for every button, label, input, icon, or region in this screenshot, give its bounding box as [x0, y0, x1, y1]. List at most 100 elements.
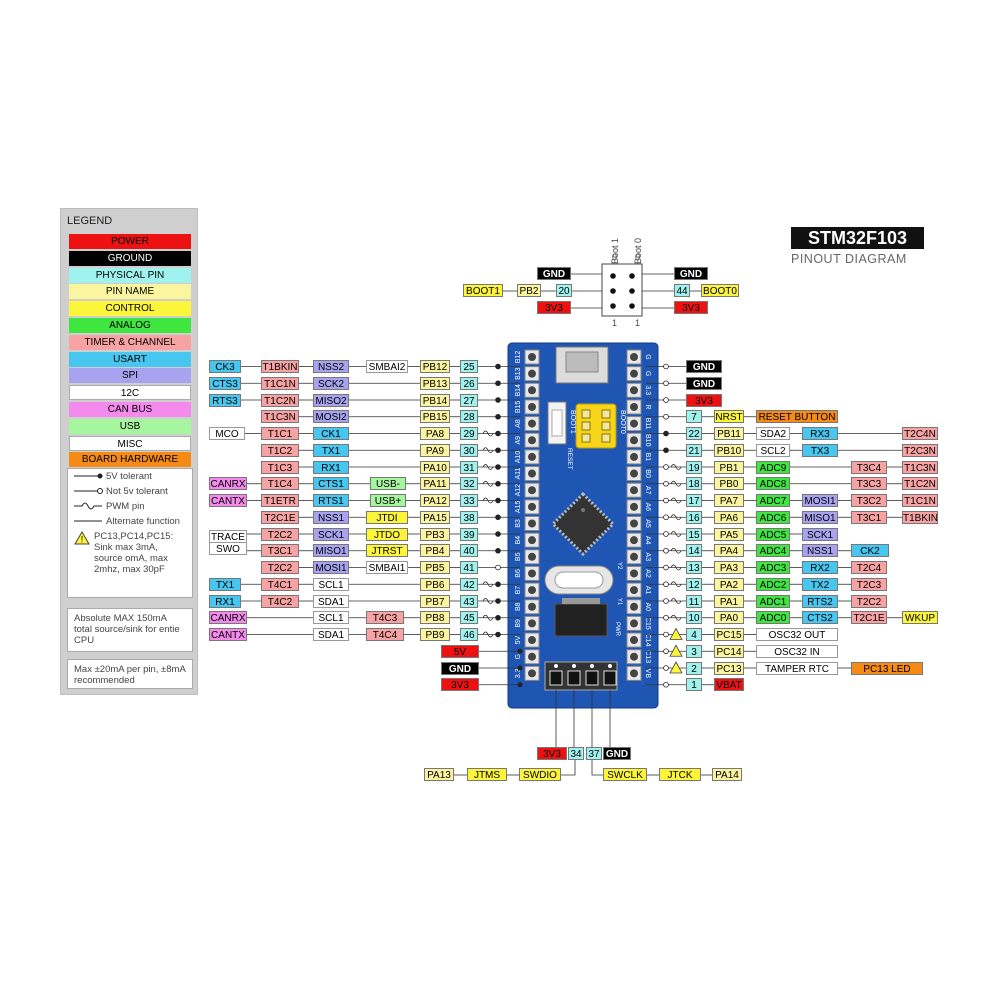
pin-label-26: 26 [460, 376, 478, 390]
legend-item-physical-pin: PHYSICAL PIN [69, 267, 191, 283]
boot-mark-0a: 0 [612, 252, 618, 262]
five-v-tolerant-icon [495, 497, 501, 504]
pin-label-swdio: SWDIO [519, 768, 561, 781]
pin-label-adc6: ADC6 [756, 510, 790, 524]
swd-pin [603, 670, 617, 686]
header-pin-hole [528, 652, 536, 661]
pin-label-43: 43 [460, 594, 478, 608]
pin-label-13: 13 [686, 561, 702, 574]
board-pin-name-left: A12 [515, 484, 522, 497]
swd-pin [549, 670, 563, 686]
pin-label-adc0: ADC0 [756, 611, 790, 625]
pin-label-gnd: GND [441, 661, 479, 675]
five-v-tolerant-icon [495, 480, 501, 487]
pin-label-pa15: PA15 [420, 510, 450, 524]
legend-item-usart: USART [69, 351, 191, 367]
five-v-tolerant-icon [495, 514, 501, 521]
pin-label-tx1: TX1 [313, 443, 349, 457]
pin-label-adc8: ADC8 [756, 477, 790, 491]
header-pin-hole [528, 452, 536, 461]
board-pin-name-left: B15 [515, 401, 522, 414]
not-five-v-tolerant-icon [663, 631, 669, 638]
swd-pin [585, 670, 599, 686]
header-pin-hole [630, 602, 638, 611]
pin-label-t3c2: T3C2 [851, 494, 887, 507]
pin-label-pa6: PA6 [714, 510, 744, 524]
pwm-icon [482, 430, 494, 437]
boot-header-pin [610, 273, 616, 279]
pin-label-cantx: CANTX [209, 494, 247, 507]
boot-header-pin [629, 273, 635, 279]
pin-label-gnd: GND [603, 747, 631, 760]
swd-pin-marker [590, 664, 594, 668]
pin-label-t1c3n: T1C3N [902, 460, 938, 474]
five-v-tolerant-icon [495, 430, 501, 437]
pin-label-1: 1 [686, 678, 702, 692]
five-v-tolerant-icon [495, 464, 501, 470]
header-pin-hole [630, 519, 638, 528]
pwm-icon [482, 598, 494, 604]
pin-label-pb1: PB1 [714, 460, 744, 474]
board-boot1-text: BOOT1 [569, 410, 576, 434]
pin-label-20: 20 [556, 284, 572, 297]
board-pin-name-left: B7 [515, 586, 522, 595]
pin-label-ck3: CK3 [209, 360, 241, 373]
board-pin-name-left: B4 [515, 536, 522, 545]
board-pin-name-right: A0 [644, 602, 651, 611]
header-pin-hole [528, 469, 536, 478]
pin-label-sck1: SCK1 [802, 527, 838, 541]
pin-label-t1bkin: T1BKIN [261, 360, 299, 373]
board-pin-name-left: A11 [515, 467, 522, 479]
pin-label-pb3: PB3 [420, 527, 450, 541]
pwm-icon [482, 581, 494, 588]
pin-label-sda1: SDA1 [313, 594, 349, 608]
pin-label-pb4: PB4 [420, 544, 450, 558]
pwm-icon [74, 502, 102, 510]
pin-label-usb: USB+ [370, 494, 406, 507]
pin-label-pb14: PB14 [420, 393, 450, 407]
swclk-wire [591, 760, 603, 776]
pin-label-mosi1: MOSI1 [802, 494, 838, 507]
pin-label-vbat: VBAT [714, 678, 744, 692]
pin-label-38: 38 [460, 510, 478, 524]
board-pin-name-right: R [644, 404, 651, 409]
pin-label-pa13: PA13 [424, 768, 454, 781]
board-pin-name-right: A3 [644, 553, 651, 562]
board-pwr-text: PWR [614, 622, 620, 637]
board-pin-name-right: C13 [644, 650, 651, 663]
reset-button-cap[interactable] [551, 409, 563, 437]
pin-label-boot1: BOOT1 [463, 284, 503, 297]
board-pin-name-right: A1 [644, 586, 651, 595]
five-v-tolerant-icon [517, 648, 523, 654]
pin-label-jtdi: JTDI [366, 510, 408, 524]
swd-pin-marker [572, 664, 576, 668]
pin-label-rx1: RX1 [313, 460, 349, 474]
legend-title: LEGEND [67, 215, 113, 227]
pin-label-t2c2: T2C2 [851, 594, 887, 608]
pin-label-rts1: RTS1 [313, 494, 349, 507]
header-pin-hole [528, 669, 536, 678]
pin-label-jtms: JTMS [467, 768, 507, 781]
header-pin-hole [528, 586, 536, 595]
not-five-v-tolerant-icon [663, 681, 669, 688]
header-pin-hole [630, 652, 638, 661]
pin-label-37: 37 [586, 747, 602, 760]
not-five-v-tolerant-icon [663, 514, 669, 521]
header-pin-hole [528, 519, 536, 528]
pin-label-pc13-led: PC13 LED [851, 661, 923, 675]
legend-pwm: PWM pin [68, 499, 192, 514]
pin-label-gnd: GND [674, 267, 708, 280]
board-pin-name-right: C15 [644, 617, 651, 630]
pwm-icon [670, 531, 682, 537]
pin-label-gnd: GND [686, 376, 722, 390]
pin-label-pb15: PB15 [420, 410, 450, 424]
pin-label-t1bkin: T1BKIN [902, 510, 938, 524]
header-pin-hole [630, 369, 638, 378]
pin-label-rx1: RX1 [209, 594, 241, 608]
pin-label-3v3: 3V3 [686, 393, 722, 407]
header-pin-hole [528, 602, 536, 611]
pwm-icon [670, 514, 682, 521]
pin-label-39: 39 [460, 527, 478, 541]
board-pin-name-left: B5 [515, 552, 522, 561]
